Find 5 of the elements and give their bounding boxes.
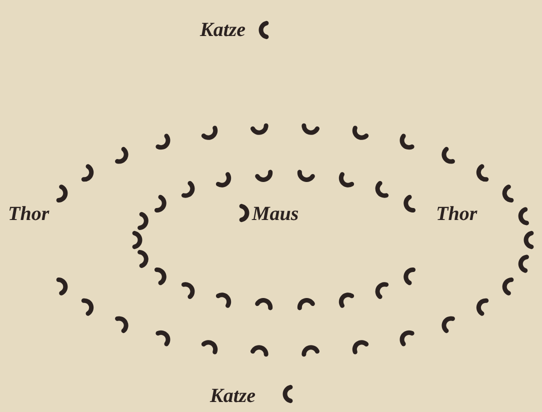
position-label: Katze [210,386,256,406]
position-label: Maus [252,204,299,224]
position-label: Thor [8,204,50,224]
position-label: Katze [200,20,246,40]
position-label: Thor [436,204,478,224]
